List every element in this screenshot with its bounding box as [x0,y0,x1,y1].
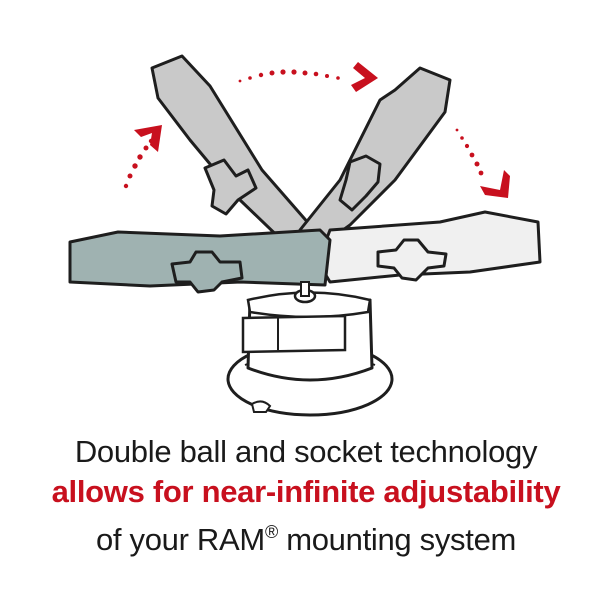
knob-icon [338,154,382,212]
caption-line-2-highlight: allows for near-infinite adjustability [51,474,561,509]
arrow-up-left-icon [123,125,162,189]
caption-line-3-start: of your RAM [95,522,265,557]
arrow-down-right-icon [455,128,510,198]
caption-line-3-end: mounting system [277,522,517,557]
knob-icon [376,238,448,282]
caption-line-3: of your RAM® mounting system [0,512,612,560]
knob-icon [170,250,244,294]
arm-right-raised [298,66,452,250]
arm-left-raised [150,54,332,250]
caption-line-1: Double ball and socket technology [74,434,538,469]
registered-mark: ® [264,522,278,542]
arm-right-flat [316,210,542,284]
suction-cup-base [226,281,394,417]
mount-illustration [68,54,542,417]
arrow-right-top-icon [238,62,378,92]
caption: Double ball and socket technology allows… [0,432,612,560]
knob-icon [203,158,258,216]
arm-left-flat [68,228,332,294]
